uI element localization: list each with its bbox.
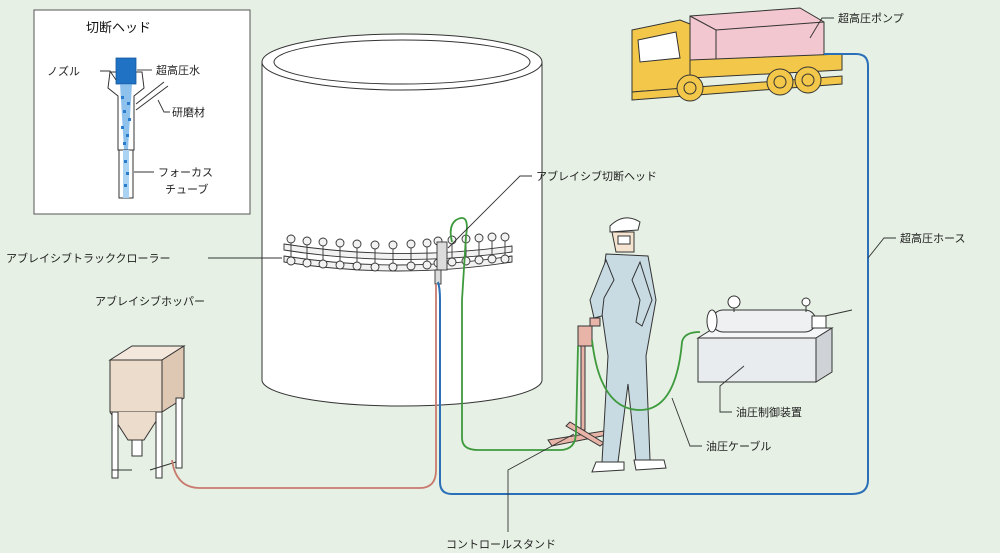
- hydraulic-cable-unit: [591, 331, 701, 411]
- nozzle-body: [107, 57, 169, 199]
- hydraulic-unit-label: 油圧制御装置: [736, 405, 802, 419]
- hydraulic-cylinder: [711, 309, 817, 333]
- hydraulic-unit-leader: [719, 365, 745, 413]
- cutting-head-carriage: [436, 241, 448, 271]
- abrasive-label: 研磨材: [172, 105, 205, 119]
- hard-hat-icon: [609, 217, 641, 233]
- pump-label: 超高圧ポンプ: [838, 11, 904, 25]
- focus-tube-label-1: フォーカス: [158, 166, 213, 179]
- crawler-rail-top: [283, 243, 513, 260]
- cutting-head-inset: 切断ヘッド ノズル 超高圧水 研磨材: [33, 9, 251, 215]
- hydraulic-unit: [696, 295, 853, 383]
- water-inlet-icon: [115, 57, 137, 85]
- abrasive-leader: [157, 99, 170, 113]
- cutting-head-leader: [447, 175, 532, 249]
- focus-tube-label-2: チューブ: [165, 182, 208, 196]
- hopper-label: アブレイシブホッパー: [95, 294, 205, 308]
- hydraulic-base-box: [697, 337, 817, 383]
- crawler-label: アブレイシブトラッククローラー: [6, 251, 171, 265]
- hose-label: 超高圧ホース: [900, 231, 965, 245]
- track-crawler: [283, 232, 513, 285]
- cylinder-structure: [261, 33, 543, 407]
- hydraulic-cable-label: 油圧ケーブル: [706, 439, 771, 453]
- water-label: 超高圧水: [156, 63, 200, 77]
- pump-truck: [631, 7, 843, 102]
- hydraulic-cable-stand: [449, 217, 579, 451]
- hose-leader: [867, 237, 896, 259]
- pressure-gauge-icon: [727, 295, 741, 309]
- inset-title: 切断ヘッド: [86, 21, 151, 36]
- control-stand-pole: [580, 345, 586, 431]
- control-stand-box: [577, 325, 593, 347]
- hopper-leg-right: [155, 411, 163, 479]
- nozzle-label: ノズル: [47, 64, 80, 78]
- cutting-head-label: アブレイシブ切断ヘッド: [536, 169, 657, 183]
- crawler-clamps: [286, 232, 510, 272]
- hydraulic-cable-leader: [671, 397, 702, 447]
- hopper-tank: [109, 359, 163, 413]
- ultra-high-pressure-hose: [437, 53, 869, 495]
- control-stand-label: コントロールスタンド: [446, 538, 556, 551]
- control-stand-leader: [507, 433, 575, 532]
- cutting-nozzle-icon: [434, 269, 442, 285]
- hopper-leg-left: [111, 411, 119, 479]
- abrasive-hopper: [108, 345, 186, 479]
- pump-leader: [809, 17, 834, 39]
- nozzle-leader: [100, 70, 117, 81]
- inset-frame: [33, 9, 251, 215]
- abrasive-supply-line: [171, 284, 437, 489]
